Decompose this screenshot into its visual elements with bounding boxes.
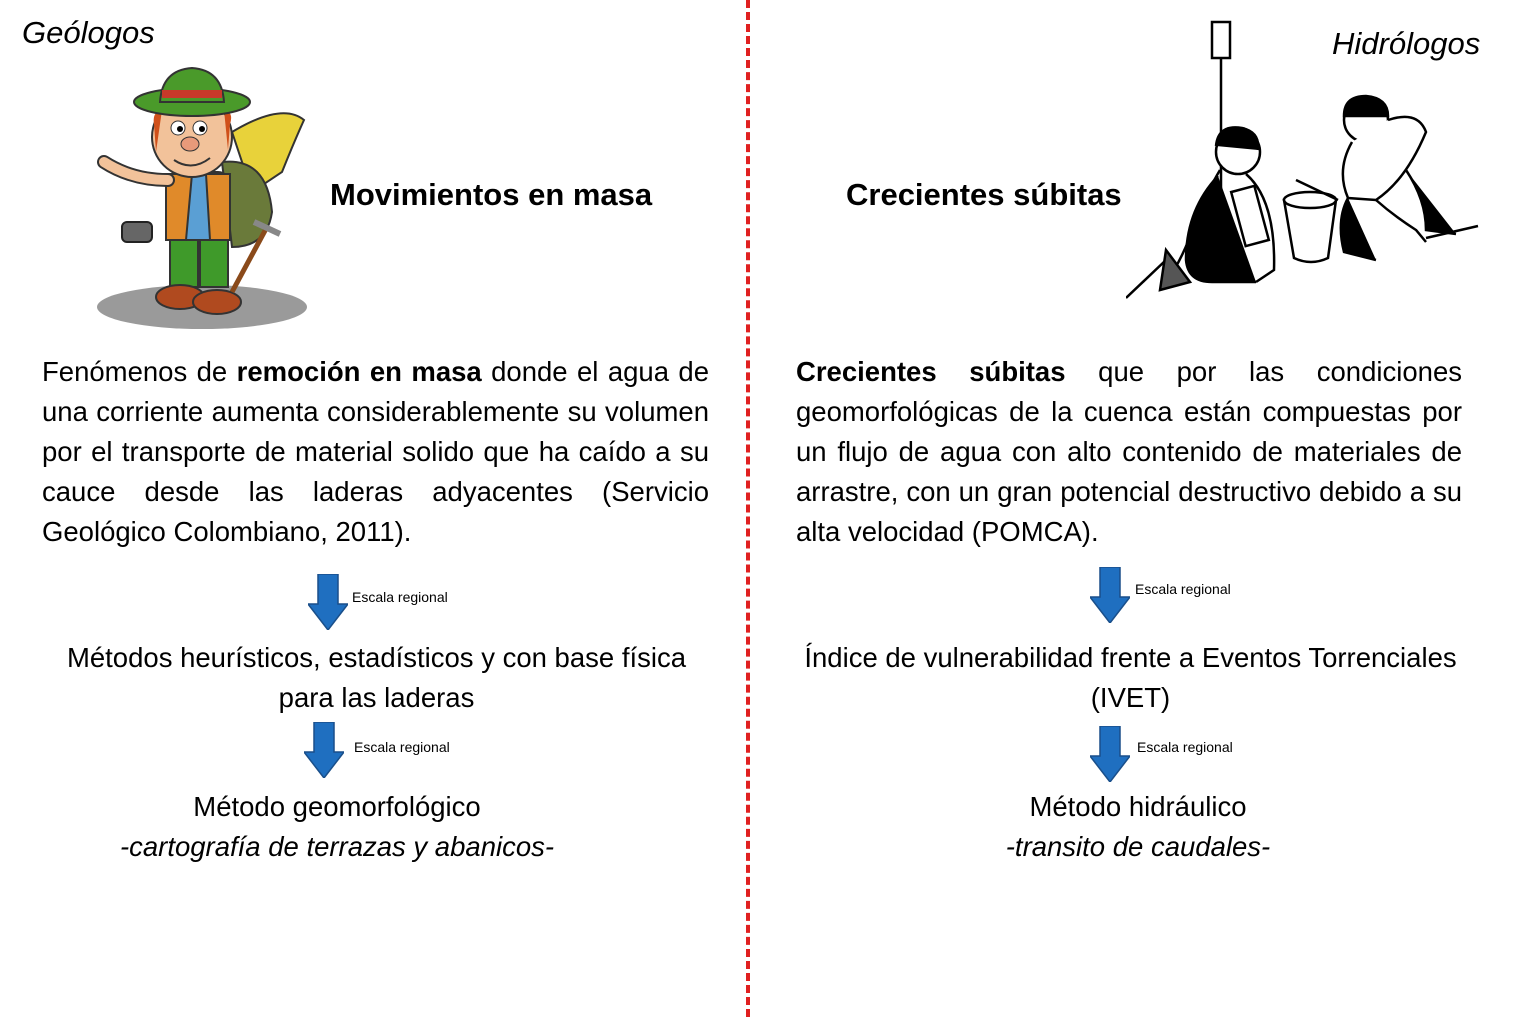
hydrologists-measuring-icon: [1126, 20, 1479, 299]
right-description-bold: Crecientes súbitas: [796, 356, 1066, 387]
left-heading: Movimientos en masa: [330, 177, 653, 212]
left-description-bold: remoción en masa: [236, 356, 482, 387]
right-role-title: Hidrólogos: [1332, 26, 1481, 61]
left-role-title: Geólogos: [22, 15, 155, 50]
right-description: Crecientes súbitas que por las condicion…: [796, 352, 1462, 552]
left-method-2-title: Método geomorfológico: [193, 791, 481, 822]
right-method-2-subtitle: -transito de caudales-: [1005, 831, 1271, 862]
right-down-arrow-1-icon: [1090, 567, 1130, 623]
left-down-arrow-2-icon: [304, 722, 344, 778]
left-down-arrow-1-icon: [308, 574, 348, 630]
right-description-post: que por las condiciones geomorfológicas …: [796, 356, 1462, 547]
right-methods-1: Índice de vulnerabilidad frente a Evento…: [804, 642, 1457, 713]
left-method-2-subtitle: -cartografía de terrazas y abanicos-: [119, 831, 555, 862]
right-heading: Crecientes súbitas: [846, 177, 1122, 212]
right-down-arrow-2-icon: [1090, 726, 1130, 782]
left-arrow-2-label: Escala regional: [354, 739, 450, 755]
left-description-post: donde el agua de una corriente aumenta c…: [42, 356, 710, 547]
left-description-pre: Fenómenos de: [42, 356, 237, 387]
right-method-2-title: Método hidráulico: [1029, 791, 1247, 822]
center-divider: [746, 0, 750, 1017]
right-arrow-1-label: Escala regional: [1135, 581, 1231, 597]
left-arrow-1-label: Escala regional: [352, 589, 448, 605]
geologist-cartoon-icon: [97, 66, 307, 329]
left-methods-1: Métodos heurísticos, estadísticos y con …: [66, 642, 687, 713]
left-description: Fenómenos de remoción en masa donde el a…: [42, 352, 709, 552]
right-arrow-2-label: Escala regional: [1137, 739, 1233, 755]
